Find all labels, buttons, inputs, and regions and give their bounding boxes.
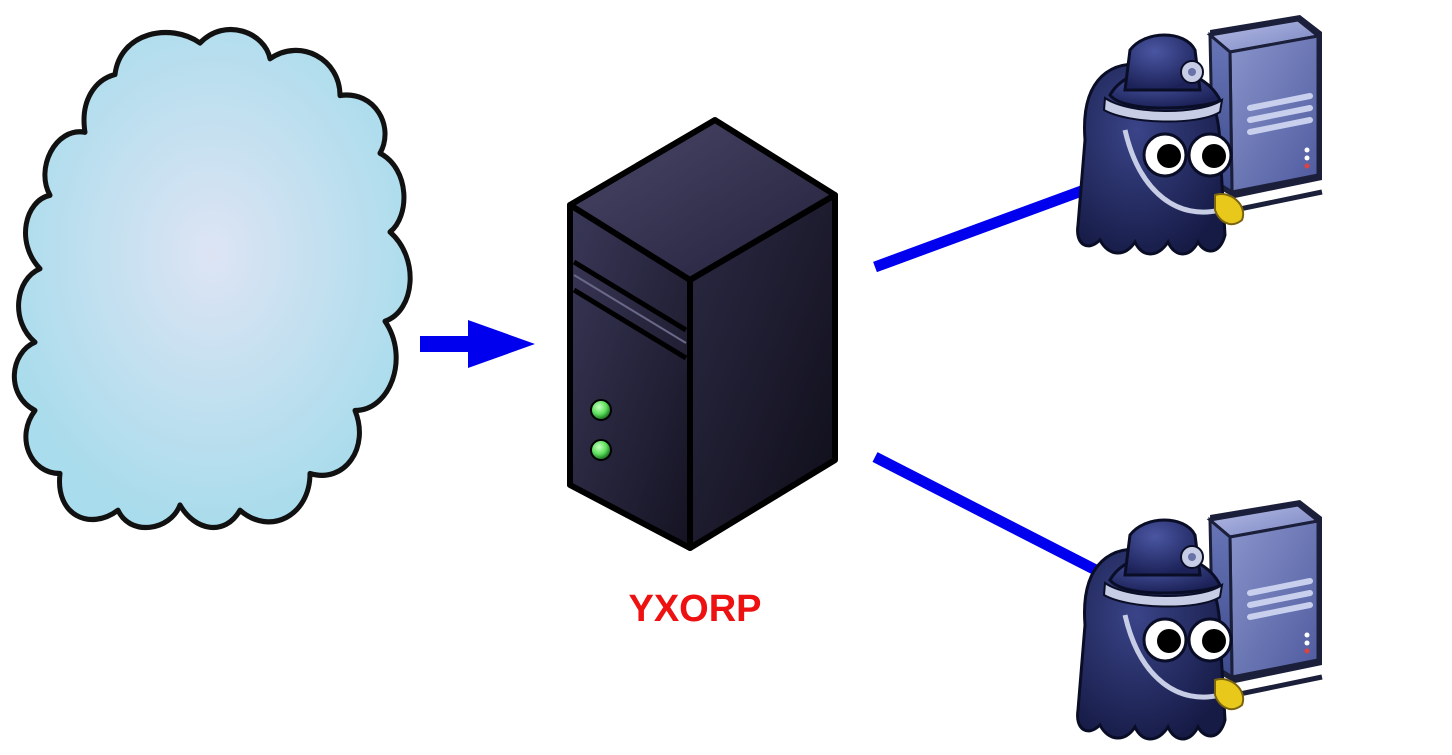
connector-line-lower — [872, 452, 1128, 590]
arrow-connector — [420, 320, 535, 368]
proxy-label: YXORP — [628, 588, 762, 630]
server-tower-icon — [567, 117, 838, 551]
backend-node-upper — [1078, 15, 1322, 254]
status-led-icon — [590, 439, 612, 461]
status-led-icon — [590, 399, 612, 421]
backend-node-lower — [1078, 500, 1322, 739]
cloud-icon — [11, 26, 413, 530]
